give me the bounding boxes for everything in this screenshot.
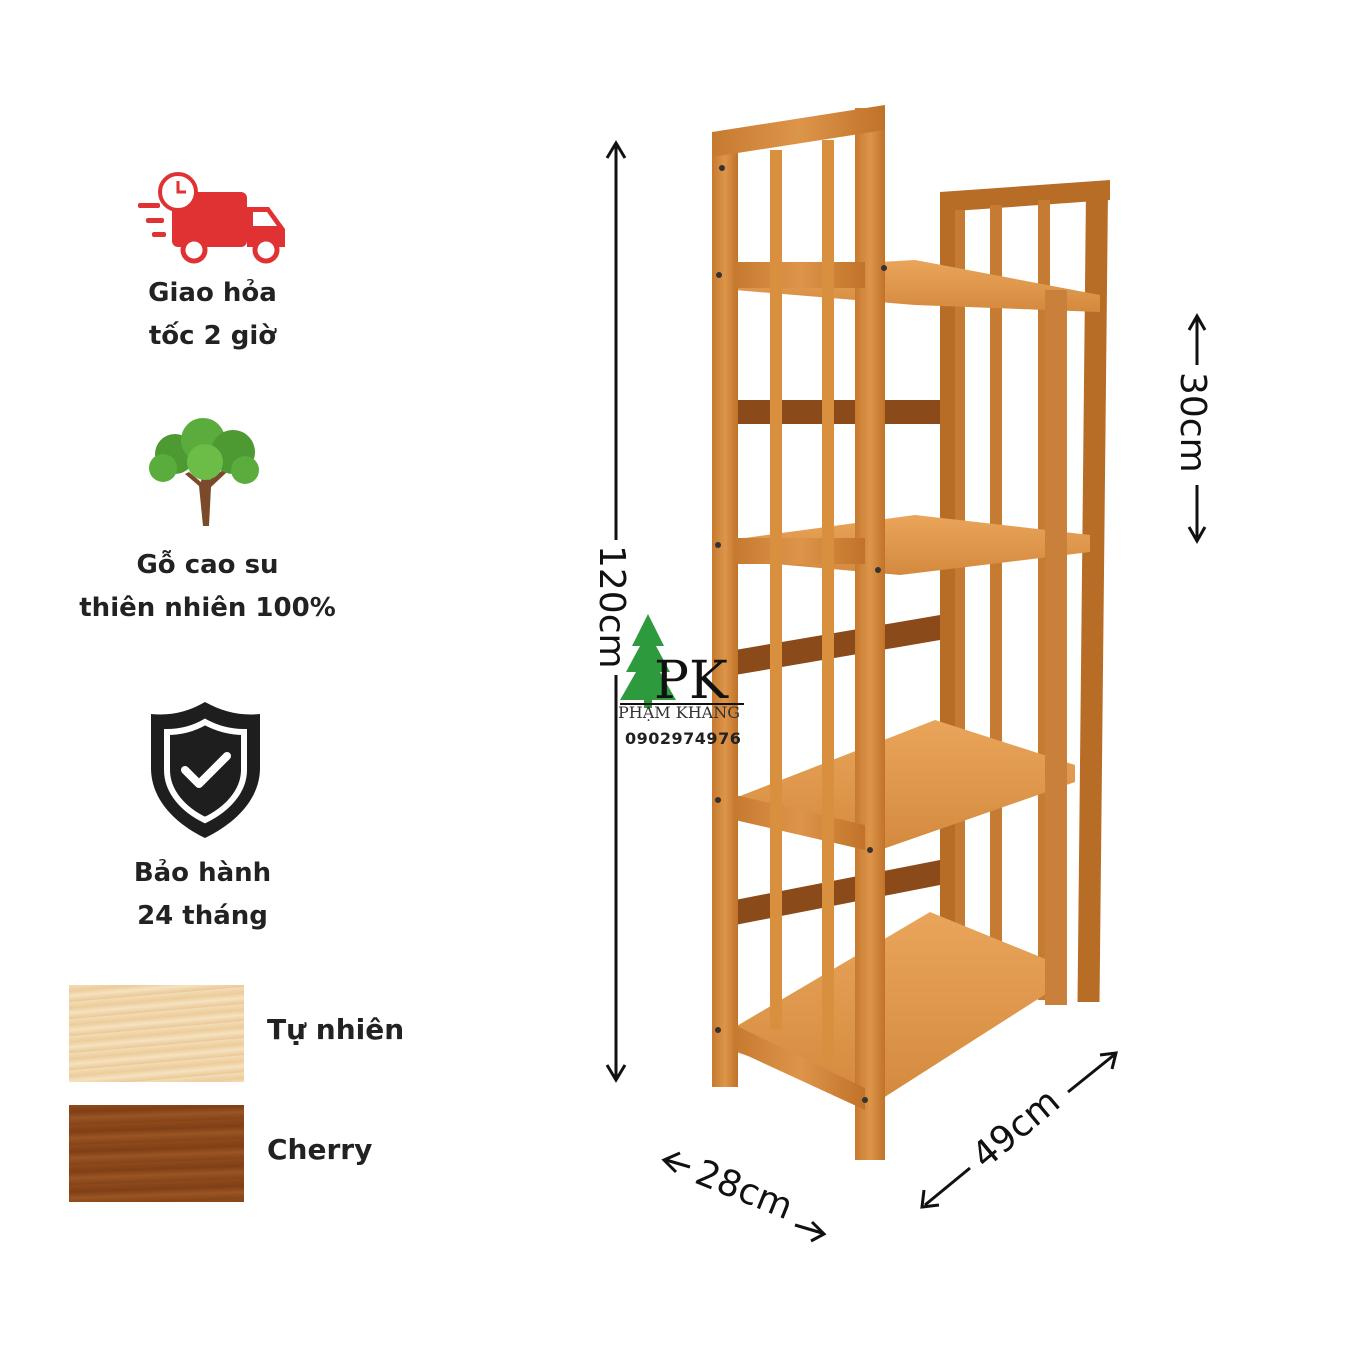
swatch-cherry-label: Cherry bbox=[267, 1133, 373, 1166]
brand-logo-letters: PK bbox=[654, 651, 729, 711]
dimension-height-label: 120cm bbox=[591, 545, 632, 669]
feature-delivery-line1: Giao hỏa bbox=[148, 278, 277, 308]
feature-material-label: Gỗ cao su thiên nhiên 100% bbox=[60, 544, 355, 630]
swatch-cherry[interactable] bbox=[69, 1105, 244, 1202]
swatch-natural[interactable] bbox=[69, 985, 244, 1082]
feature-material-line2: thiên nhiên 100% bbox=[79, 593, 336, 623]
screws bbox=[715, 165, 887, 1103]
swatch-natural-label: Tự nhiên bbox=[267, 1013, 405, 1046]
feature-material-line1: Gỗ cao su bbox=[136, 550, 279, 580]
brand-logo: PK bbox=[620, 614, 744, 711]
dimension-depth-label: 28cm bbox=[690, 1152, 799, 1228]
feature-delivery-label: Giao hỏa tốc 2 giờ bbox=[120, 272, 305, 358]
tree-icon bbox=[149, 418, 259, 526]
dimension-arrows bbox=[605, 140, 1207, 1243]
feature-warranty-label: Bảo hành 24 tháng bbox=[115, 852, 290, 938]
brand-phone: 0902974976 bbox=[625, 729, 742, 748]
feature-warranty-line2: 24 tháng bbox=[137, 901, 268, 931]
brand-name: PHẠM KHANG bbox=[618, 703, 740, 722]
shield-check-icon bbox=[151, 702, 260, 838]
feature-delivery-line2: tốc 2 giờ bbox=[148, 321, 277, 351]
dimension-width-label: 49cm bbox=[964, 1081, 1067, 1177]
dimension-shelf-gap-label: 30cm bbox=[1172, 372, 1213, 473]
delivery-truck-icon bbox=[138, 172, 285, 264]
feature-warranty-line1: Bảo hành bbox=[133, 858, 272, 888]
front-frame bbox=[712, 105, 1067, 1160]
